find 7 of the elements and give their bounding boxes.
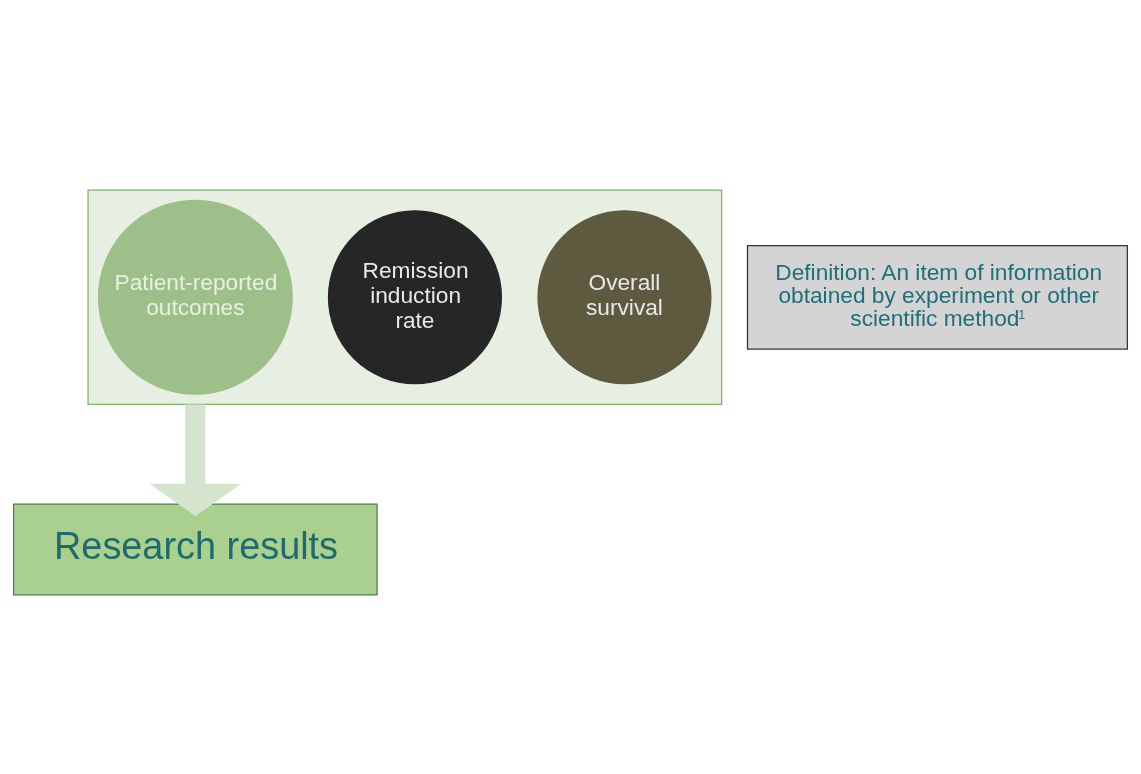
node-circle: Overall survival	[537, 209, 712, 384]
node-box: Research results	[12, 502, 378, 596]
cluster	[87, 189, 723, 405]
arrow	[149, 403, 241, 516]
node-box: Definition: An item of information obtained by experiment or other scientific method$^{1}$	[746, 244, 1129, 350]
node-circle: Remission induction rate	[327, 209, 503, 384]
node-circle: Patient-reported outcomes	[97, 199, 293, 395]
